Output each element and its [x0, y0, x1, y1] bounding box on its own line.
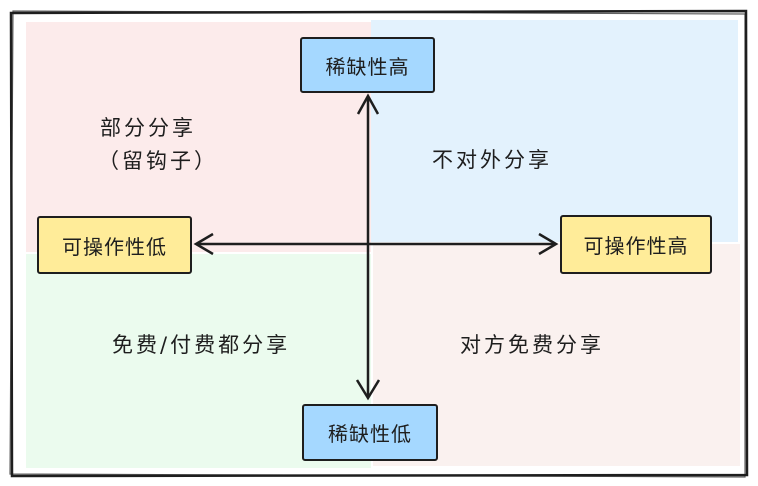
outer-frame-sketch: [9, 10, 746, 478]
quadrant-bottom-left-label: 免费/付费都分享: [112, 333, 291, 357]
arrow-head-down: [355, 379, 381, 401]
quadrant-top-left-sublabel: （留钩子）: [98, 149, 218, 173]
axis-label-left: 可操作性低: [37, 216, 192, 274]
axis-label-top: 稀缺性高: [300, 37, 435, 93]
axis-label-bottom: 稀缺性低: [302, 404, 438, 461]
axis-label-right: 可操作性高: [560, 215, 712, 274]
arrow-head-right: [538, 232, 559, 256]
quadrant-bottom-right-label: 对方免费分享: [460, 333, 604, 357]
arrow-head-left: [193, 232, 214, 256]
quadrant-top-right-label: 不对外分享: [432, 148, 552, 172]
outer-frame: [9, 9, 749, 478]
arrow-head-up: [356, 93, 380, 115]
quadrant-top-left-label: 部分分享: [100, 116, 196, 140]
